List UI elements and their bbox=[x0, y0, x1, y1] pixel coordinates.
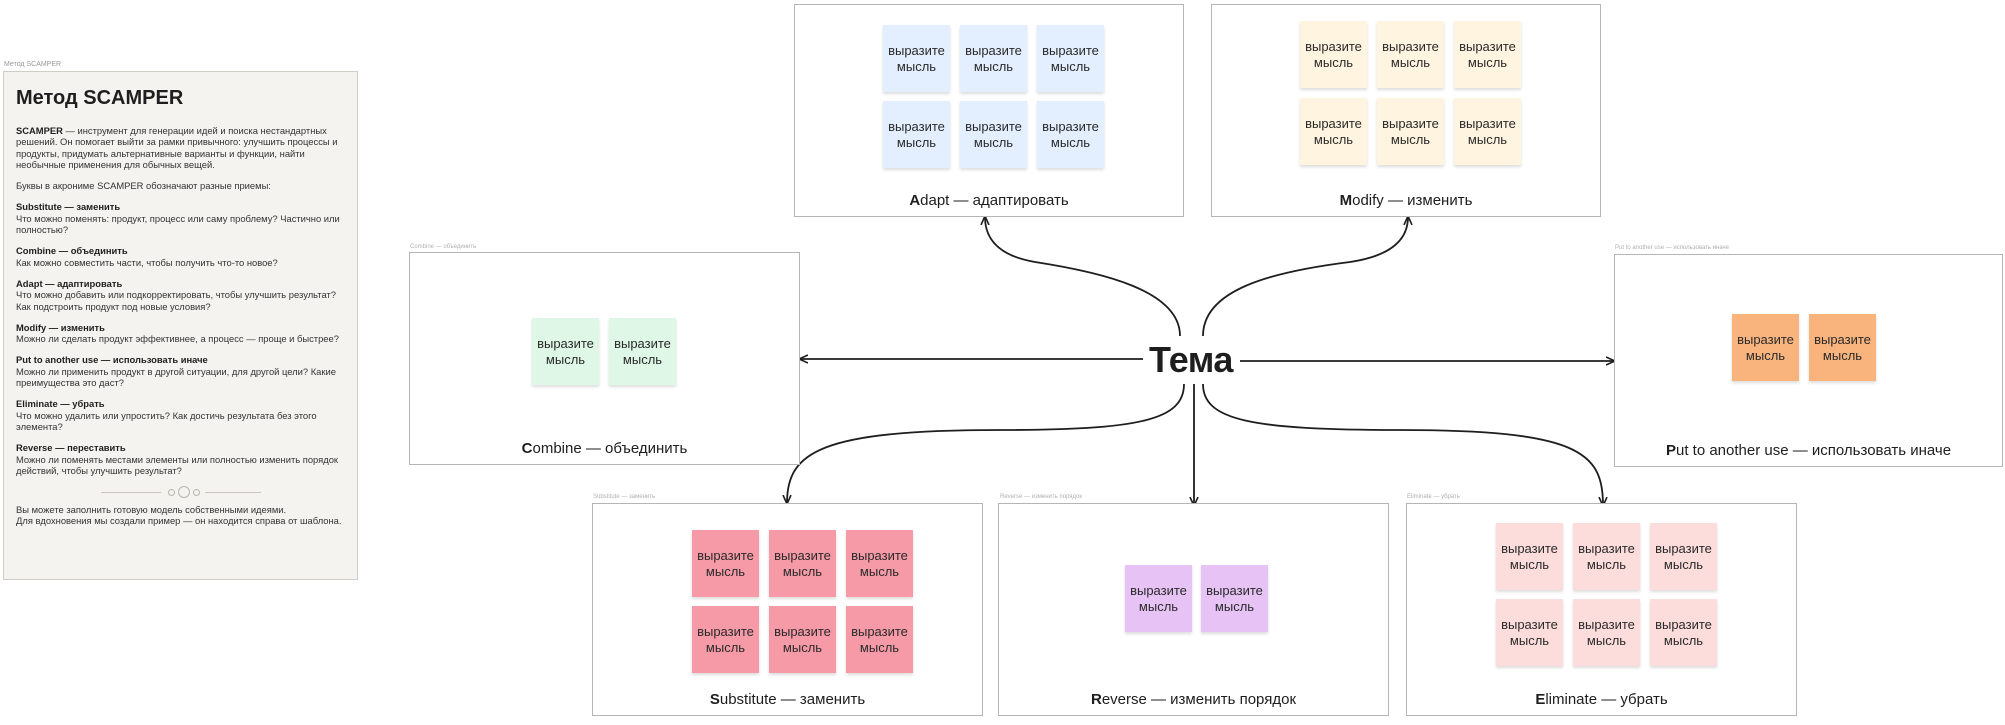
frame-substitute[interactable]: выразите мысль выразите мысль выразите м… bbox=[592, 503, 983, 716]
frame-caption: Substitute — заменить bbox=[593, 494, 656, 500]
frame-title: Adapt — адаптировать bbox=[909, 192, 1069, 209]
info-intro: SCAMPER — инструмент для генерации идей … bbox=[16, 125, 338, 170]
sticky-note[interactable]: выразите мысль bbox=[1037, 101, 1104, 168]
sticky-note[interactable]: выразите мысль bbox=[1454, 21, 1521, 88]
sticky-note[interactable]: выразите мысль bbox=[1732, 314, 1799, 381]
sticky-note[interactable]: выразите мысль bbox=[1377, 21, 1444, 88]
frame-adapt[interactable]: выразите мысль выразите мысль выразите м… bbox=[794, 4, 1184, 217]
connector-modify bbox=[1202, 217, 1408, 337]
frame-put-to-another-use[interactable]: выразите мысль выразите мысль Put to ano… bbox=[1614, 254, 2003, 467]
sticky-note[interactable]: выразите мысль bbox=[960, 101, 1027, 168]
center-topic[interactable]: Тема bbox=[1143, 336, 1239, 384]
sticky-note[interactable]: выразите мысль bbox=[1496, 599, 1563, 666]
sticky-note[interactable]: выразите мысль bbox=[769, 606, 836, 673]
sticky-note[interactable]: выразите мысль bbox=[769, 530, 836, 597]
frame-caption: Reverse — изменить порядок bbox=[1000, 494, 1083, 500]
sticky-note[interactable]: выразите мысль bbox=[1300, 21, 1367, 88]
sticky-note[interactable]: выразите мысль bbox=[692, 530, 759, 597]
info-divider bbox=[16, 486, 345, 499]
frame-reverse[interactable]: выразите мысль выразите мысль Reverse — … bbox=[998, 503, 1389, 716]
frame-caption: Eliminate — убрать bbox=[1407, 494, 1460, 500]
frame-title: Reverse — изменить порядок bbox=[1090, 691, 1297, 708]
info-letters-line: Буквы в акрониме SCAMPER обозначают разн… bbox=[16, 180, 271, 192]
sticky-note[interactable]: выразите мысль bbox=[1573, 523, 1640, 590]
sticky-note[interactable]: выразите мысль bbox=[1377, 98, 1444, 165]
info-panel-caption: Метод SCAMPER bbox=[4, 61, 62, 68]
sticky-note[interactable]: выразите мысль bbox=[609, 318, 676, 385]
sticky-note[interactable]: выразите мысль bbox=[883, 25, 950, 92]
sticky-note[interactable]: выразите мысль bbox=[1125, 565, 1192, 632]
sticky-note[interactable]: выразите мысль bbox=[1809, 314, 1876, 381]
connector-eliminate bbox=[1202, 383, 1603, 505]
sticky-note[interactable]: выразите мысль bbox=[960, 25, 1027, 92]
sticky-note[interactable]: выразите мысль bbox=[532, 318, 599, 385]
frame-eliminate[interactable]: выразите мысль выразите мысль выразите м… bbox=[1406, 503, 1797, 716]
frame-modify[interactable]: выразите мысль выразите мысль выразите м… bbox=[1211, 4, 1601, 217]
sticky-note[interactable]: выразите мысль bbox=[846, 606, 913, 673]
frame-caption: Combine — объединить bbox=[410, 244, 477, 250]
sticky-note[interactable]: выразите мысль bbox=[1573, 599, 1640, 666]
sticky-note[interactable]: выразите мысль bbox=[846, 530, 913, 597]
info-footer: Вы можете заполнить готовую модель собст… bbox=[16, 504, 342, 527]
sticky-note[interactable]: выразите мысль bbox=[1650, 523, 1717, 590]
info-panel[interactable]: Метод SCAMPER SCAMPER — инструмент для г… bbox=[3, 71, 358, 580]
connector-substitute bbox=[787, 383, 1185, 503]
sticky-note[interactable]: выразите мысль bbox=[1300, 98, 1367, 165]
frame-combine[interactable]: выразите мысль выразите мысль Combine — … bbox=[409, 252, 800, 465]
frame-title: Modify — изменить bbox=[1339, 192, 1473, 209]
sticky-note[interactable]: выразите мысль bbox=[883, 101, 950, 168]
frame-caption: Put to another use — использовать иначе bbox=[1615, 245, 1730, 251]
sticky-note[interactable]: выразите мысль bbox=[692, 606, 759, 673]
connector-adapt bbox=[985, 217, 1181, 337]
sticky-note[interactable]: выразите мысль bbox=[1201, 565, 1268, 632]
frame-title: Substitute — заменить bbox=[709, 691, 866, 708]
sticky-note[interactable]: выразите мысль bbox=[1037, 25, 1104, 92]
frame-title: Combine — объединить bbox=[521, 440, 688, 457]
sticky-note[interactable]: выразите мысль bbox=[1454, 98, 1521, 165]
info-panel-title: Метод SCAMPER bbox=[16, 87, 184, 109]
frame-title: Put to another use — использовать иначе bbox=[1665, 442, 1952, 459]
sticky-note[interactable]: выразите мысль bbox=[1496, 523, 1563, 590]
sticky-note[interactable]: выразите мысль bbox=[1650, 599, 1717, 666]
frame-title: Eliminate — убрать bbox=[1535, 691, 1668, 708]
